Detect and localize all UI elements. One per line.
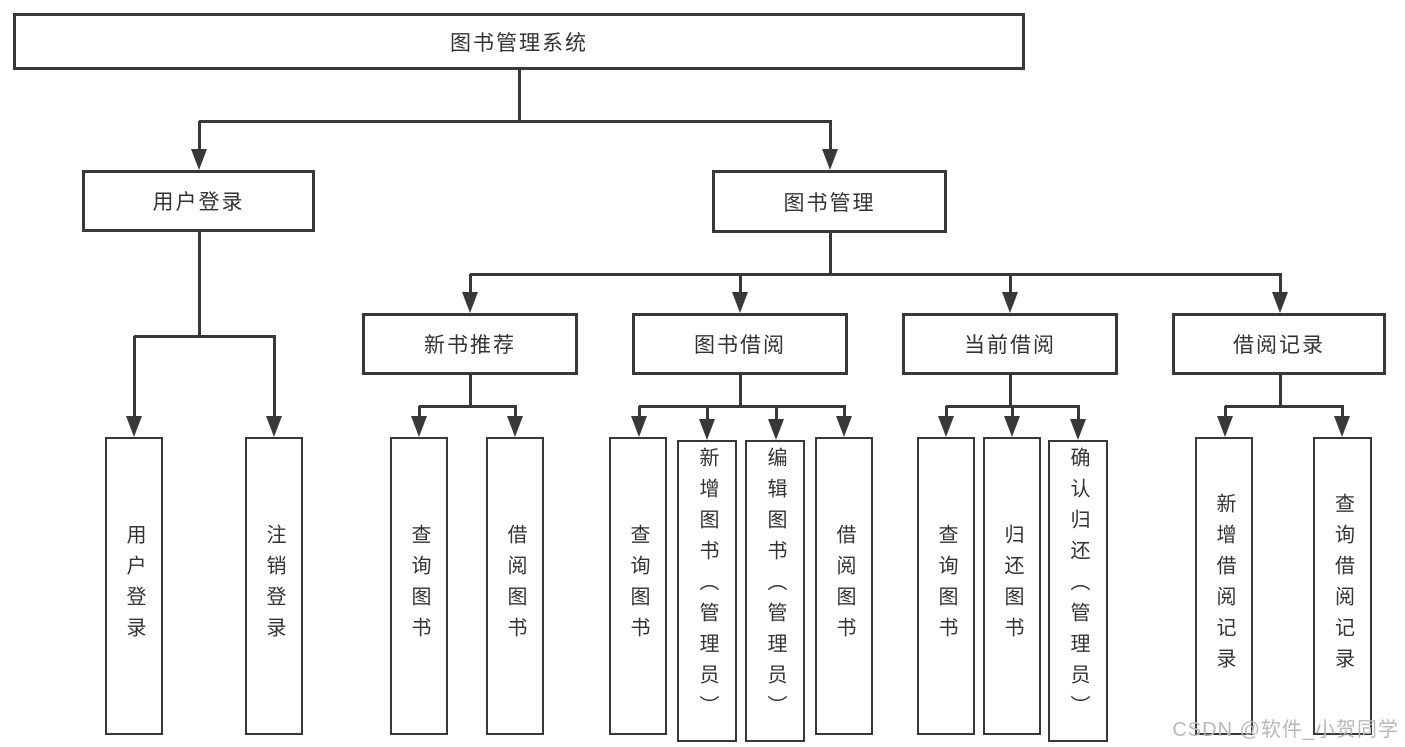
arrow-down-icon bbox=[1004, 416, 1020, 437]
connector-stem bbox=[828, 233, 832, 274]
node-leaf-confirm-return: 确认归还（管理员） bbox=[1048, 440, 1108, 742]
arrow-stem bbox=[272, 336, 276, 420]
arrow-stem bbox=[842, 406, 846, 420]
arrow-down-icon bbox=[938, 416, 954, 437]
node-leaf-borrow-book-2: 借阅图书 bbox=[815, 437, 873, 735]
arrow-down-icon bbox=[191, 149, 207, 170]
arrow-stem bbox=[738, 274, 742, 296]
arrow-stem bbox=[513, 406, 517, 420]
node-label-leaf-confirm-return: 确认归还（管理员） bbox=[1067, 447, 1089, 726]
node-label-leaf-borrow-book-1: 借阅图书 bbox=[504, 524, 526, 648]
connector-stem bbox=[468, 375, 472, 406]
node-label-root: 图书管理系统 bbox=[450, 31, 588, 55]
arrow-down-icon bbox=[836, 416, 852, 437]
arrow-stem bbox=[828, 121, 832, 153]
connector-bus bbox=[470, 272, 1282, 276]
node-leaf-edit-book: 编辑图书（管理员） bbox=[745, 440, 805, 742]
node-label-leaf-borrow-book-2: 借阅图书 bbox=[833, 524, 855, 648]
arrow-stem bbox=[1076, 406, 1080, 423]
node-label-leaf-query-record: 查询借阅记录 bbox=[1331, 493, 1354, 679]
node-label-book-mgmt: 图书管理 bbox=[783, 191, 876, 215]
node-current-borrow: 当前借阅 bbox=[902, 313, 1118, 375]
node-user-login: 用户登录 bbox=[82, 170, 315, 232]
node-leaf-query-book-2: 查询图书 bbox=[609, 437, 667, 735]
node-label-leaf-query-book-3: 查询图书 bbox=[935, 524, 957, 648]
connector-stem bbox=[1278, 375, 1282, 406]
arrow-stem bbox=[1008, 274, 1012, 296]
node-label-leaf-add-book: 新增图书（管理员） bbox=[696, 447, 718, 726]
node-leaf-query-book-1: 查询图书 bbox=[390, 437, 448, 735]
arrow-down-icon bbox=[699, 419, 715, 440]
arrow-down-icon bbox=[732, 292, 748, 313]
arrow-stem bbox=[637, 406, 641, 420]
node-label-current-borrow: 当前借阅 bbox=[964, 334, 1056, 357]
arrow-down-icon bbox=[768, 419, 784, 440]
node-new-book-rec: 新书推荐 bbox=[362, 313, 578, 375]
node-leaf-add-record: 新增借阅记录 bbox=[1195, 437, 1253, 735]
node-label-leaf-query-book-2: 查询图书 bbox=[627, 524, 649, 648]
node-leaf-query-record: 查询借阅记录 bbox=[1313, 437, 1372, 735]
arrow-down-icon bbox=[631, 416, 647, 437]
node-leaf-user-login: 用户登录 bbox=[105, 437, 163, 735]
node-label-new-book-rec: 新书推荐 bbox=[424, 334, 516, 357]
arrow-stem bbox=[197, 121, 201, 153]
arrow-down-icon bbox=[507, 416, 523, 437]
node-leaf-return-book: 归还图书 bbox=[983, 437, 1041, 735]
arrow-down-icon bbox=[266, 416, 282, 437]
arrow-stem bbox=[774, 406, 778, 423]
connector-stem bbox=[517, 70, 521, 121]
arrow-stem bbox=[1340, 406, 1344, 420]
arrow-down-icon bbox=[1002, 292, 1018, 313]
connector-stem bbox=[197, 232, 201, 336]
arrow-down-icon bbox=[411, 416, 427, 437]
node-label-leaf-add-record: 新增借阅记录 bbox=[1213, 493, 1235, 679]
node-book-borrow: 图书借阅 bbox=[632, 313, 848, 375]
node-label-leaf-return-book: 归还图书 bbox=[1001, 524, 1023, 648]
connector-stem bbox=[1008, 375, 1012, 406]
arrow-stem bbox=[944, 406, 948, 420]
node-leaf-add-book: 新增图书（管理员） bbox=[677, 440, 737, 742]
node-borrow-records: 借阅记录 bbox=[1172, 313, 1386, 375]
node-label-leaf-query-book-1: 查询图书 bbox=[408, 524, 430, 648]
node-label-leaf-user-login: 用户登录 bbox=[123, 524, 145, 648]
arrow-down-icon bbox=[1272, 292, 1288, 313]
arrow-down-icon bbox=[1070, 419, 1086, 440]
node-leaf-query-book-3: 查询图书 bbox=[917, 437, 975, 735]
node-label-user-login: 用户登录 bbox=[152, 191, 245, 214]
arrow-down-icon bbox=[822, 149, 838, 170]
arrow-stem bbox=[1010, 406, 1014, 420]
connector-bus bbox=[134, 334, 276, 338]
connector-bus bbox=[639, 404, 846, 408]
arrow-stem bbox=[417, 406, 421, 420]
node-leaf-borrow-book-1: 借阅图书 bbox=[486, 437, 544, 735]
arrow-stem bbox=[1278, 274, 1282, 296]
arrow-stem bbox=[705, 406, 709, 423]
node-label-borrow-records: 借阅记录 bbox=[1233, 334, 1325, 357]
node-label-leaf-edit-book: 编辑图书（管理员） bbox=[764, 447, 786, 726]
node-label-leaf-logout: 注销登录 bbox=[263, 524, 285, 648]
arrow-stem bbox=[468, 274, 472, 296]
connector-bus bbox=[419, 404, 517, 408]
arrow-down-icon bbox=[126, 416, 142, 437]
node-label-book-borrow: 图书借阅 bbox=[694, 334, 786, 357]
arrow-down-icon bbox=[462, 292, 478, 313]
arrow-stem bbox=[132, 336, 136, 420]
arrow-down-icon bbox=[1334, 416, 1350, 437]
connector-stem bbox=[738, 375, 742, 406]
connector-bus bbox=[1225, 404, 1344, 408]
node-book-mgmt: 图书管理 bbox=[712, 170, 947, 233]
arrow-stem bbox=[1223, 406, 1227, 420]
node-root: 图书管理系统 bbox=[13, 13, 1025, 70]
arrow-down-icon bbox=[1217, 416, 1233, 437]
node-leaf-logout: 注销登录 bbox=[245, 437, 303, 735]
connector-bus bbox=[199, 119, 832, 123]
csdn-watermark: CSDN @软件_小贺同学 bbox=[1172, 719, 1399, 741]
